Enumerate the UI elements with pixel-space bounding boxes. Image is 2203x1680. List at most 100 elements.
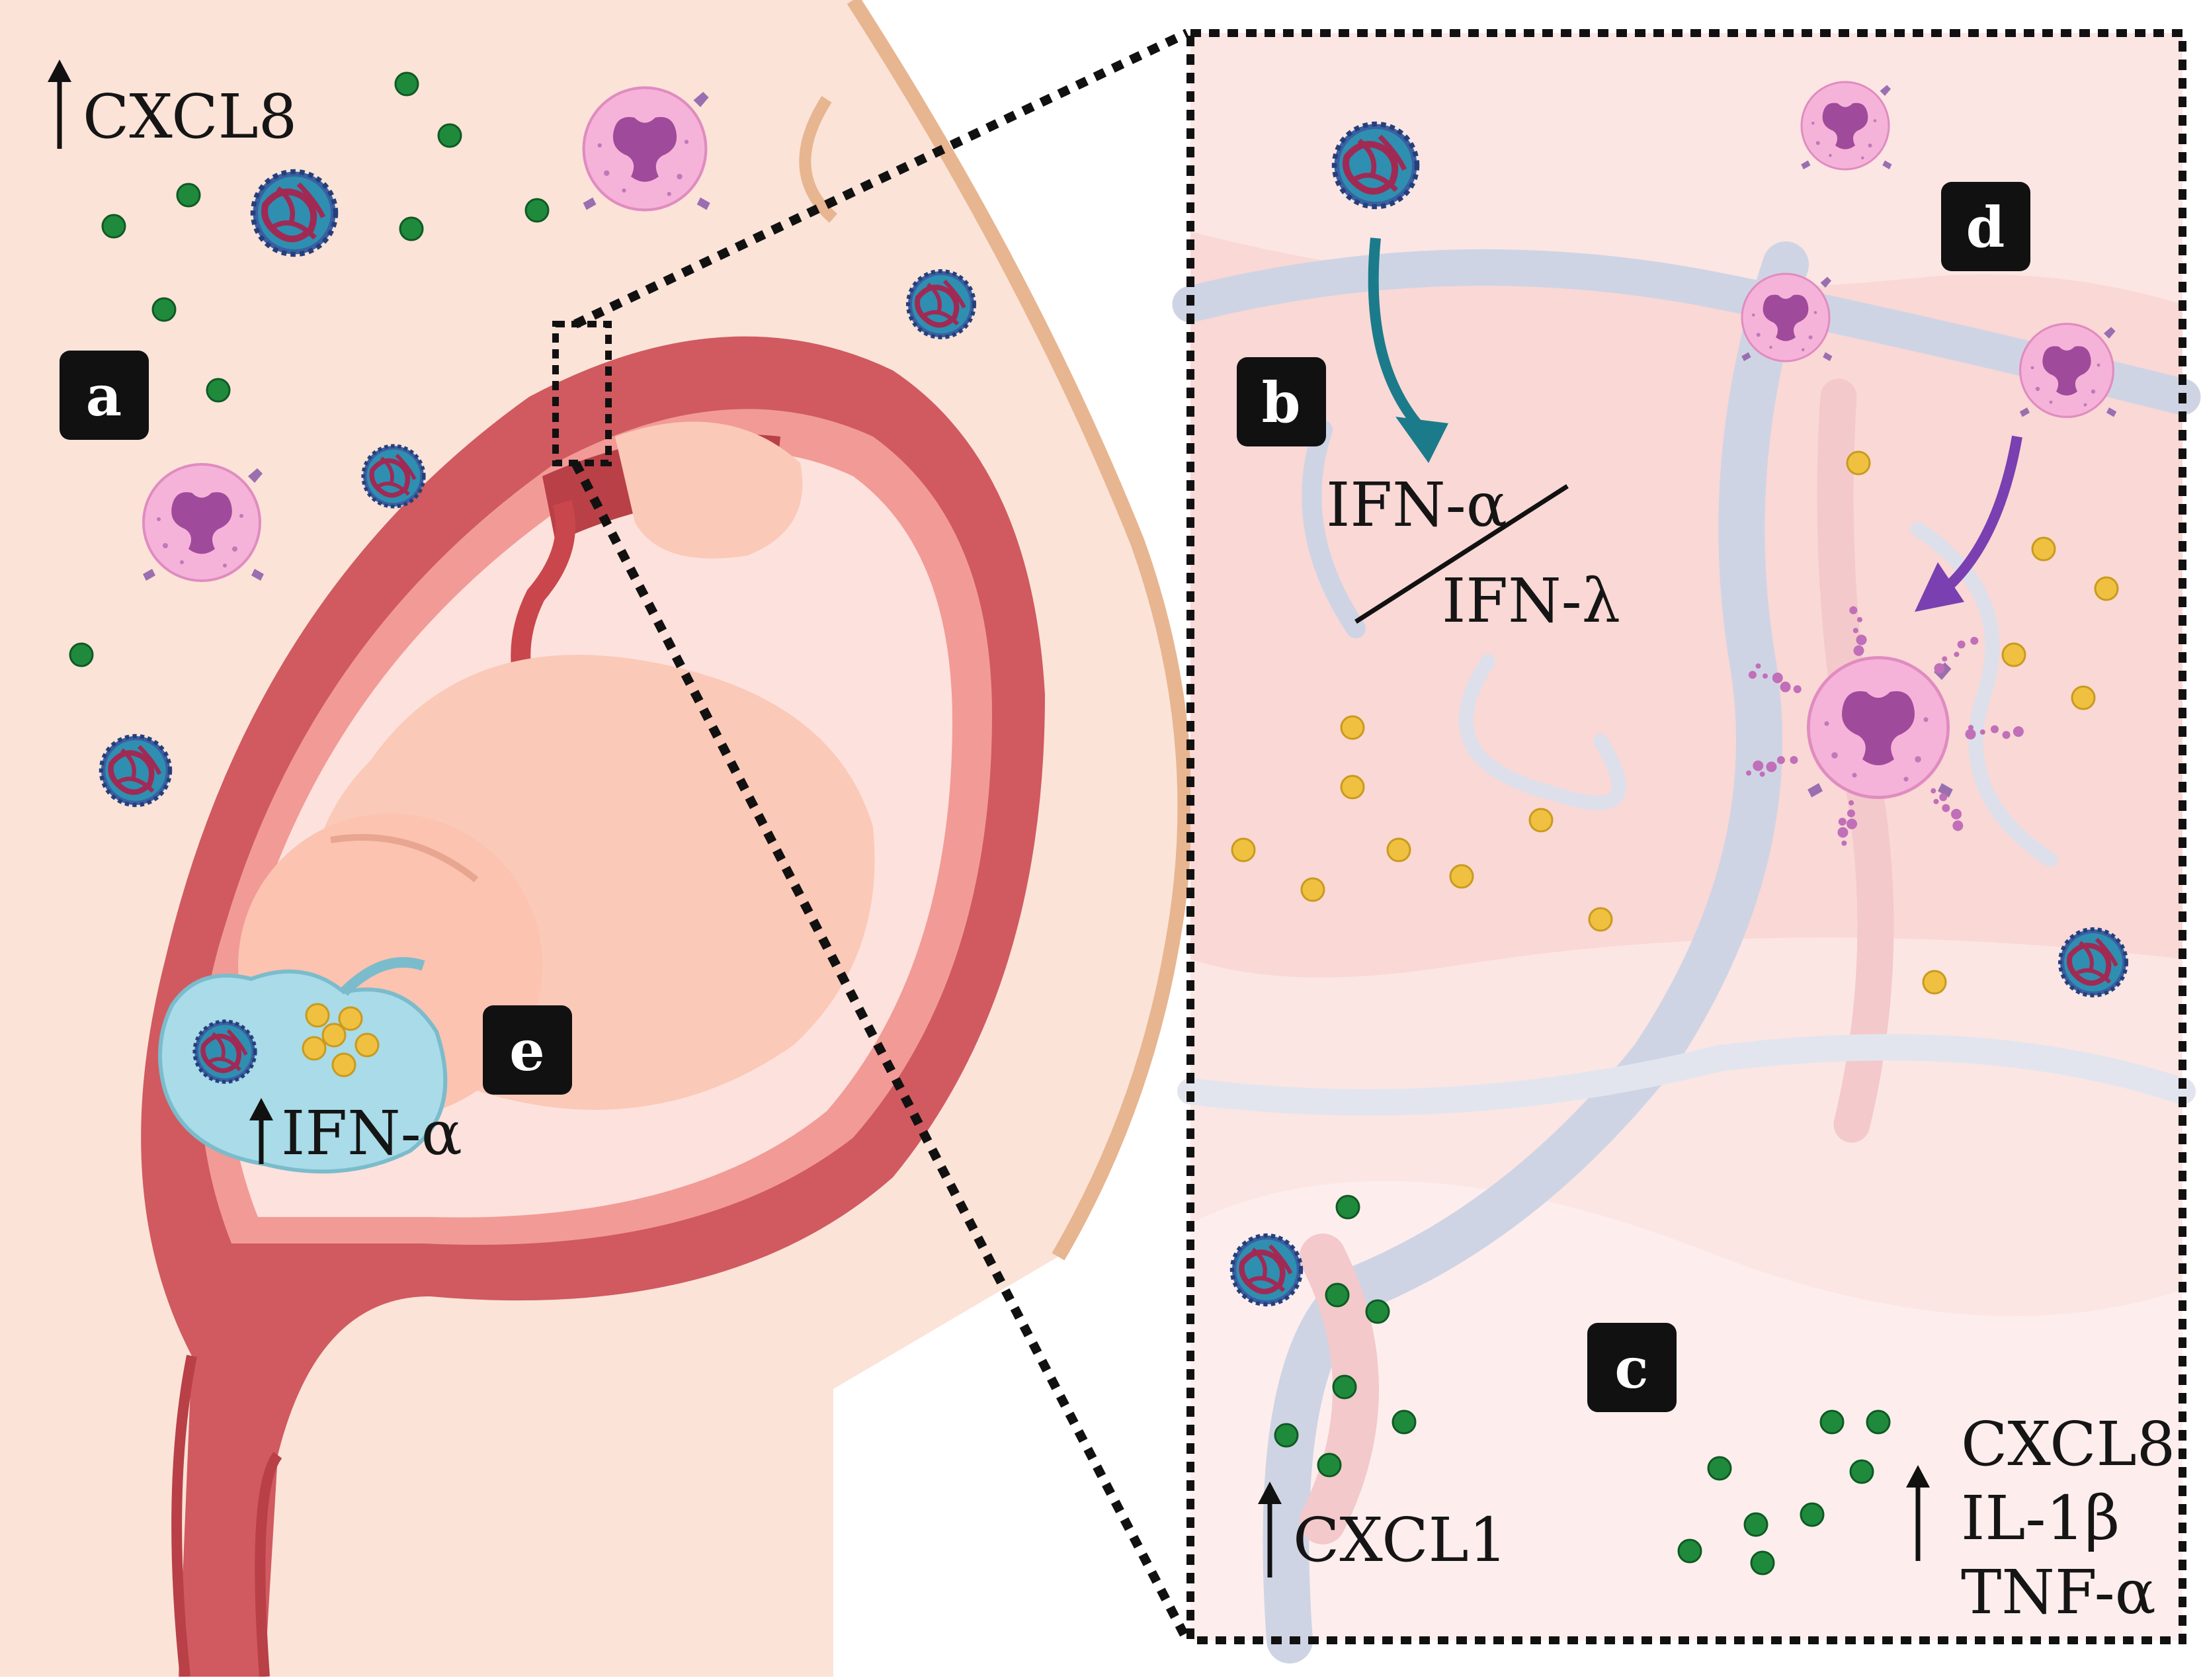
granule-dot: [1933, 798, 1939, 804]
granule-dot: [1849, 606, 1858, 614]
granule-dot: [1934, 663, 1945, 674]
fetus-foot: [615, 421, 803, 559]
granule-dot: [1849, 800, 1854, 806]
granule-dot: [1759, 771, 1765, 777]
chemokine-dot-icon: [1325, 1282, 1350, 1308]
interferon-dot-icon: [1386, 837, 1411, 862]
granule-dot: [1841, 840, 1847, 846]
virus-icon: [194, 1021, 255, 1082]
panel-badge: [1587, 1323, 1677, 1412]
granule-dot: [1766, 761, 1777, 773]
granule-dot: [1852, 628, 1858, 634]
zoom-connector-top: [573, 28, 1190, 329]
granule-dot: [1837, 827, 1849, 838]
interferon-dot-icon: [321, 1023, 347, 1048]
interferon-dot-icon: [302, 1036, 327, 1061]
granule-dot: [1763, 673, 1768, 679]
chemokine-dot-icon: [206, 378, 231, 403]
panel-badge: [1941, 182, 2030, 271]
up-arrow-icon: [249, 1098, 273, 1164]
chemokine-dot-icon: [1365, 1299, 1390, 1324]
panel-label-d: d: [1941, 182, 2030, 271]
arrow-head: [1258, 1482, 1282, 1504]
migration-arrow-head-icon: [1915, 562, 1964, 612]
cxcl8-label: CXCL8: [83, 81, 297, 152]
granule-dot: [1939, 793, 1948, 802]
blood-vessel: [1911, 522, 2058, 867]
virus-icon: [1232, 1236, 1301, 1304]
ifn-alpha-label: IFN-α: [1326, 470, 1507, 540]
chemokine-dot-icon: [1819, 1409, 1845, 1435]
granule-dot: [1793, 685, 1802, 694]
chemokine-dot-icon: [176, 183, 201, 208]
granule-dot: [1965, 728, 1976, 739]
up-arrow-icon: [1258, 1482, 1282, 1577]
interferon-dot-icon: [2031, 536, 2056, 562]
granule-dot: [1853, 645, 1864, 656]
interferon-dot-icon: [1340, 715, 1365, 740]
granule-dot: [1942, 804, 1950, 812]
panel-letter: e: [509, 1018, 544, 1083]
interferon-dot-icon: [1588, 907, 1613, 932]
inset-frame: [1186, 29, 2186, 1644]
chemokine-dot-icon: [1707, 1456, 1732, 1481]
belly-contour: [847, 0, 1192, 1261]
granule-dot: [1838, 818, 1847, 826]
virus-icon: [908, 271, 974, 337]
maternal-body: [0, 0, 1192, 1677]
virus-icon: [253, 172, 336, 255]
granule-dot: [1970, 636, 1979, 645]
chemokine-dot-icon: [1743, 1512, 1768, 1537]
granule-dot: [1979, 729, 1985, 735]
blood-vessel: [1263, 241, 1809, 1663]
panel-letter: d: [1966, 194, 2005, 260]
granule-dot: [1790, 756, 1798, 765]
arrow-head: [48, 60, 71, 82]
lower-tissue: [1190, 1181, 2182, 1640]
fetal-ifn-alpha-label: IFN-α: [281, 1098, 462, 1169]
panel-letter: b: [1262, 370, 1301, 435]
granule-dot: [1952, 820, 1964, 831]
chemokine-dot-icon: [524, 198, 550, 223]
interferon-dot-icon: [338, 1006, 363, 1031]
blood-vessel: [1177, 1034, 2196, 1116]
fetal-airway: [340, 957, 425, 996]
chemokine-dot-icon: [151, 297, 177, 322]
interferon-dot-icon: [1528, 808, 1554, 833]
interferon-dot-icon: [1449, 864, 1474, 889]
granule-dot: [1847, 809, 1855, 818]
interferon-dot-icon: [2071, 685, 2096, 710]
ifn-lambda-label: IFN-λ: [1442, 566, 1620, 636]
granule-dot: [1951, 808, 1962, 819]
interferon-dot-icon: [1300, 877, 1325, 902]
chemokine-dot-icon: [399, 216, 424, 241]
virus-icon: [363, 446, 424, 507]
interferon-dot-icon: [305, 1003, 330, 1028]
chemokine-dot-icon: [1317, 1452, 1342, 1478]
chemokine-dot-icon: [437, 123, 462, 148]
chemokine-dot-icon: [1750, 1550, 1775, 1575]
panel-letter: a: [86, 363, 122, 429]
granule-dot: [1968, 725, 1974, 730]
interferon-dot-icon: [331, 1052, 356, 1077]
chemokine-dot-icon: [1677, 1538, 1702, 1564]
chemokine-dot-icon: [1332, 1374, 1357, 1400]
granule-dot: [1856, 616, 1862, 622]
fetus-arm-line: [330, 834, 479, 882]
granule-dot: [1957, 640, 1966, 649]
chemokine-dot-icon: [394, 71, 419, 97]
granule-dot: [1942, 656, 1948, 662]
chemokine-dot-icon: [101, 214, 126, 239]
cxcl1-label: CXCL1: [1293, 1505, 1507, 1575]
ifn-arrow-head-icon: [1395, 417, 1448, 463]
chemokine-dot-icon: [1274, 1423, 1299, 1448]
interferon-dot-icon: [1340, 775, 1365, 800]
interferon-dot-icon: [2094, 576, 2119, 601]
chemokine-dot-icon: [1800, 1502, 1825, 1527]
granule-dot: [1780, 681, 1791, 693]
granule-dot: [2002, 731, 2011, 739]
panel-label-e: e: [483, 1005, 572, 1095]
cytokine-label-2: TNF-α: [1961, 1557, 2156, 1628]
granule-dot: [1847, 818, 1858, 829]
